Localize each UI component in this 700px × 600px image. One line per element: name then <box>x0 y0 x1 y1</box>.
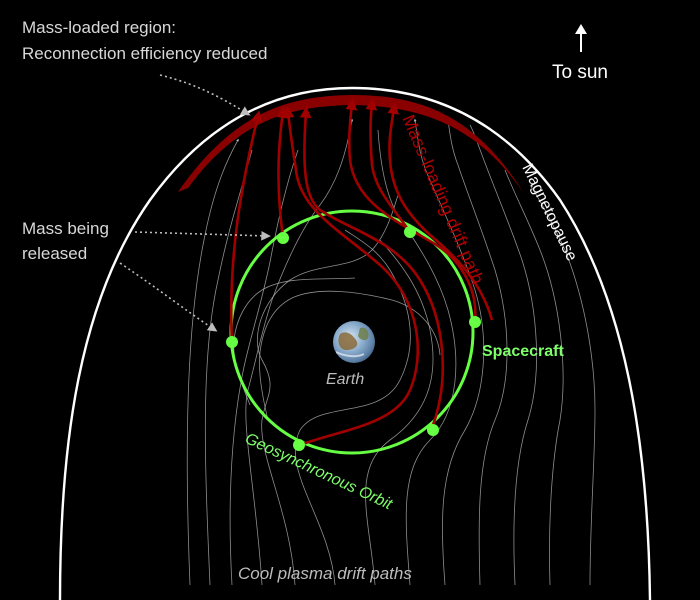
mass-loaded-region-band <box>178 95 523 192</box>
cool-plasma-path <box>469 124 537 586</box>
to-sun-label: To sun <box>552 62 608 83</box>
released-arrow-lower <box>119 262 218 332</box>
mass-released-label-line2: released <box>22 244 87 263</box>
cool-plasma-path <box>413 118 485 586</box>
cool-plasma-path <box>245 118 354 586</box>
cool-plasma-drift-paths <box>186 118 596 586</box>
magnetopause-label: Magnetopause <box>518 161 580 264</box>
spacecraft-dot <box>293 439 305 451</box>
mass-loaded-arrow <box>159 74 251 116</box>
mass-loading-path <box>345 98 477 323</box>
mass-loading-drift-paths <box>229 98 494 447</box>
cool-plasma-path <box>365 239 434 586</box>
spacecraft-dot <box>226 336 238 348</box>
spacecraft-dot <box>469 316 481 328</box>
cool-plasma-path <box>447 119 508 586</box>
cool-plasma-path <box>229 149 299 586</box>
cool-plasma-path <box>186 138 239 586</box>
spacecraft-dot <box>404 226 416 238</box>
mass-loaded-label-line2: Reconnection efficiency reduced <box>22 44 267 63</box>
cool-plasma-label: Cool plasma drift paths <box>238 564 412 583</box>
mass-loading-path <box>229 110 263 346</box>
mass-loading-path <box>282 106 420 447</box>
cool-plasma-path <box>257 194 399 586</box>
cool-plasma-path <box>529 184 596 586</box>
orbit-label: Geosynchronous Orbit <box>242 430 395 513</box>
spacecraft-dot <box>277 232 289 244</box>
mass-loaded-label-line1: Mass-loaded region: <box>22 18 176 37</box>
mass-loading-path <box>365 98 412 233</box>
mass-loading-path <box>299 106 445 429</box>
cool-plasma-path <box>294 229 411 586</box>
earth-globe-icon <box>333 321 375 363</box>
spacecraft-label: Spacecraft <box>482 343 564 360</box>
cool-plasma-path <box>504 169 564 586</box>
cool-plasma-path <box>377 129 457 586</box>
cool-plasma-path <box>204 149 253 586</box>
magnetopause-boundary <box>58 86 652 600</box>
earth-label: Earth <box>326 371 364 388</box>
annotation-arrows <box>119 74 271 332</box>
released-arrow-upper <box>134 231 271 241</box>
mass-released-label-line1: Mass being <box>22 219 109 238</box>
spacecraft-dot <box>427 424 439 436</box>
mass-loading-path <box>276 106 288 239</box>
spacecraft-markers <box>226 226 481 451</box>
mass-loading-path <box>387 102 494 321</box>
cool-plasma-path <box>259 290 441 421</box>
up-arrow-icon <box>575 24 587 52</box>
